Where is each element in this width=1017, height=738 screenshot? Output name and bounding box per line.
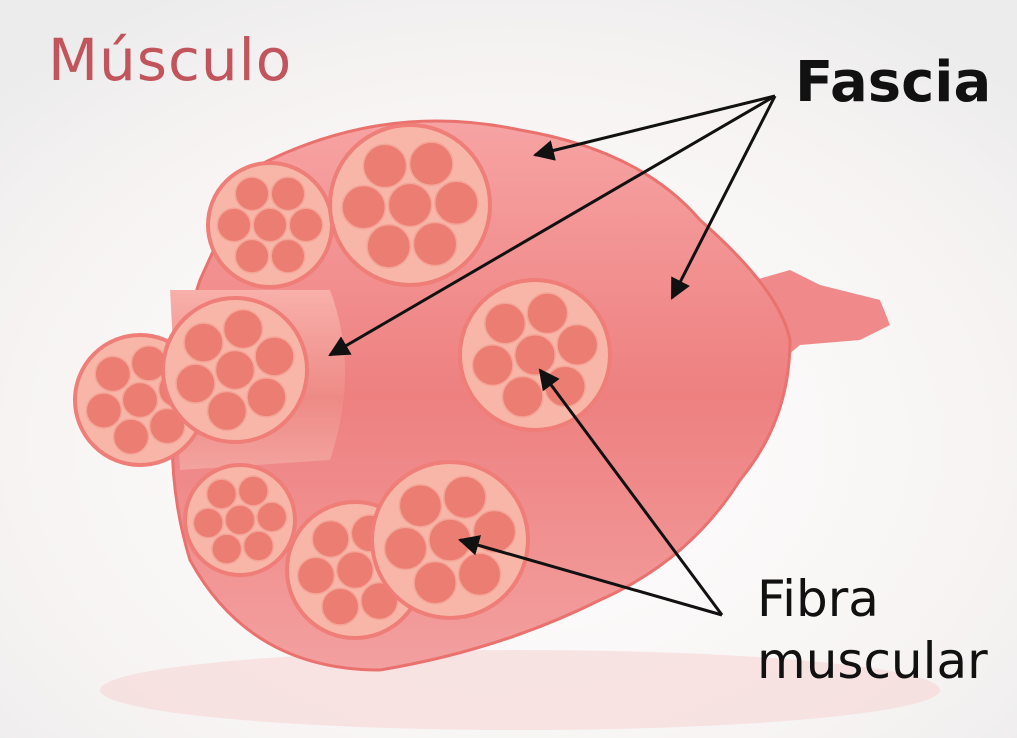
muscle-fiber bbox=[175, 363, 216, 404]
muscle-fiber bbox=[222, 308, 264, 350]
muscle-fiber bbox=[472, 509, 517, 554]
muscle-fiber bbox=[224, 504, 256, 536]
muscle-fiber bbox=[335, 550, 375, 590]
muscle-fiber bbox=[408, 141, 454, 187]
muscle-fiber bbox=[501, 375, 544, 418]
muscle-fiber bbox=[413, 560, 457, 605]
muscle-fiber bbox=[270, 176, 306, 212]
fascicle-cross-section bbox=[458, 278, 612, 432]
muscle-fiber bbox=[205, 478, 238, 510]
muscle-fiber bbox=[214, 349, 256, 391]
muscle-fiber bbox=[112, 418, 150, 455]
muscle-fiber bbox=[183, 322, 224, 363]
muscle-fiber bbox=[206, 390, 248, 432]
fascicle-cross-section bbox=[370, 460, 530, 620]
fascicle-cross-section bbox=[206, 161, 334, 289]
muscle-fiber bbox=[514, 334, 556, 376]
muscle-fiber bbox=[341, 184, 387, 230]
muscle-fiber bbox=[412, 221, 458, 267]
muscle-fiber bbox=[148, 407, 186, 445]
muscle-fiber bbox=[321, 587, 360, 626]
muscle-fiber bbox=[234, 238, 270, 274]
muscle-fiber bbox=[471, 344, 514, 387]
muscle-fiber bbox=[433, 180, 479, 226]
fascicle-cross-section bbox=[183, 463, 297, 577]
label-muscle-fiber: Fibra muscular bbox=[757, 568, 988, 692]
arrow-fiber-lower bbox=[457, 535, 723, 617]
muscle-fiber bbox=[94, 355, 132, 393]
muscle-fiber bbox=[398, 483, 443, 528]
muscle-fiber bbox=[192, 507, 224, 539]
muscle-fiber bbox=[311, 519, 350, 559]
arrow-fascia-side bbox=[670, 95, 777, 300]
muscle-fiber bbox=[457, 552, 502, 597]
fascicle-cross-section bbox=[328, 123, 492, 287]
muscle-fiber bbox=[121, 381, 159, 419]
muscle-fiber bbox=[362, 143, 408, 189]
muscle-fiber bbox=[288, 207, 324, 243]
muscle-fiber bbox=[556, 323, 599, 366]
arrow-fascia-tube bbox=[328, 94, 776, 357]
fascicle-cross-section bbox=[161, 296, 309, 444]
label-fiber-line2: muscular bbox=[757, 632, 988, 690]
muscle-fiber bbox=[256, 501, 288, 533]
muscle-fiber bbox=[387, 182, 433, 228]
muscle-fiber bbox=[211, 533, 243, 565]
fascicles bbox=[73, 123, 612, 640]
muscle-fiber bbox=[252, 207, 288, 243]
muscle-fiber bbox=[360, 581, 399, 621]
shadow bbox=[100, 650, 940, 730]
muscle-fiber bbox=[296, 556, 336, 595]
label-fascia: Fascia bbox=[795, 50, 992, 115]
muscle-fiber bbox=[246, 377, 287, 418]
muscle-fiber bbox=[85, 392, 123, 429]
muscle-fiber bbox=[254, 336, 295, 377]
muscle-fiber bbox=[443, 475, 487, 520]
diagram-title: Músculo bbox=[48, 26, 293, 94]
muscle-fiber bbox=[242, 530, 275, 562]
muscle-fiber bbox=[484, 302, 527, 345]
label-fiber-line1: Fibra bbox=[757, 570, 879, 628]
muscle-fiber bbox=[383, 526, 428, 571]
arrow-fascia-top bbox=[532, 94, 776, 161]
muscle-fiber bbox=[237, 475, 269, 507]
muscle-fiber bbox=[234, 176, 270, 212]
muscle-fiber bbox=[526, 292, 569, 335]
muscle-fiber bbox=[366, 223, 412, 269]
muscle-fiber bbox=[216, 207, 252, 243]
arrow-fiber-upper bbox=[538, 368, 724, 616]
muscle-fiber bbox=[270, 238, 306, 274]
